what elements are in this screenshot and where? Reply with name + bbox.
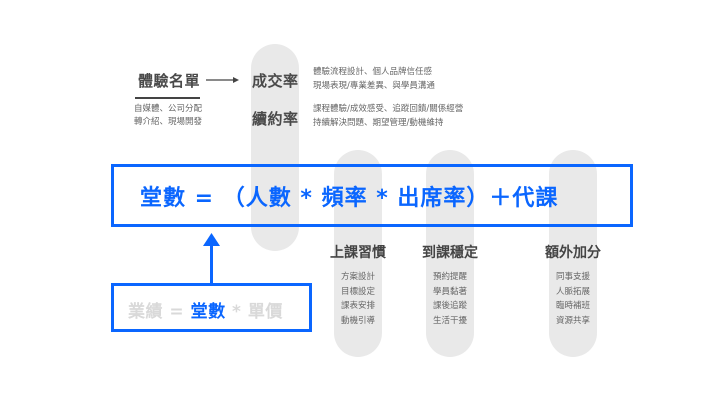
rate-title-renew: 續約率 — [252, 110, 299, 128]
arrow-right-icon — [206, 77, 239, 83]
factor-item: 學員黏著 — [432, 286, 467, 297]
formula-sub-box — [111, 283, 312, 332]
factor-item: 臨時補班 — [555, 301, 590, 311]
formula-sub: 業績 = 堂數 * 單價 — [128, 297, 283, 322]
factor-item: 方案設計 — [340, 272, 375, 282]
pill-factor-1 — [334, 150, 382, 357]
formula-sub-part-1: 業績 = — [128, 302, 191, 322]
source-divider — [135, 97, 200, 99]
rate-renew-line-1: 課程體驗/成效感受、追蹤回饋/關係經營 — [313, 104, 464, 114]
factor-item: 課後追蹤 — [432, 301, 467, 311]
factor-item: 同事支援 — [555, 272, 590, 282]
pill-factor-3 — [549, 150, 597, 357]
factor-title-attendance: 到課穩定 — [422, 245, 478, 261]
pill-factor-2 — [426, 150, 474, 357]
factor-item: 預約提醒 — [432, 272, 467, 282]
source-title: 體驗名單 — [138, 72, 201, 90]
factor-item: 資源共享 — [555, 315, 590, 326]
source-line-1: 自媒體、公司分配 — [134, 104, 203, 114]
formula-main: 堂數 = （人數 * 頻率 * 出席率）＋代課 — [140, 186, 559, 211]
rate-title-close: 成交率 — [252, 72, 299, 90]
factor-list-attendance: 預約提醒 學員黏著 課後追蹤 生活干擾 — [410, 270, 490, 328]
rate-renew-line-2: 持續解決問題、期望管理/動機維持 — [313, 118, 444, 128]
pill-rates — [251, 44, 299, 251]
source-line-2: 轉介紹、現場開發 — [134, 117, 203, 127]
factor-title-habit: 上課習慣 — [330, 245, 386, 261]
formula-sub-part-3: * 單價 — [225, 302, 283, 322]
factor-list-habit: 方案設計 目標設定 課表安排 動機引導 — [318, 270, 398, 328]
factor-item: 生活干擾 — [432, 315, 467, 326]
arrow-up-shaft — [210, 244, 213, 284]
formula-main-box — [111, 164, 633, 227]
rate-close-line-1: 體驗流程設計、個人品牌信任感 — [313, 67, 433, 77]
arrow-up-icon — [203, 233, 220, 246]
rate-close-line-2: 現場表現/專業差異、與學員溝通 — [313, 81, 435, 91]
factor-list-bonus: 同事支援 人脈拓展 臨時補班 資源共享 — [533, 270, 613, 328]
factor-item: 課表安排 — [340, 301, 375, 311]
factor-title-bonus: 額外加分 — [545, 245, 601, 261]
factor-item: 人脈拓展 — [555, 286, 590, 297]
factor-item: 動機引導 — [340, 315, 375, 326]
formula-sub-highlight: 堂數 — [190, 302, 226, 322]
factor-item: 目標設定 — [340, 286, 375, 297]
